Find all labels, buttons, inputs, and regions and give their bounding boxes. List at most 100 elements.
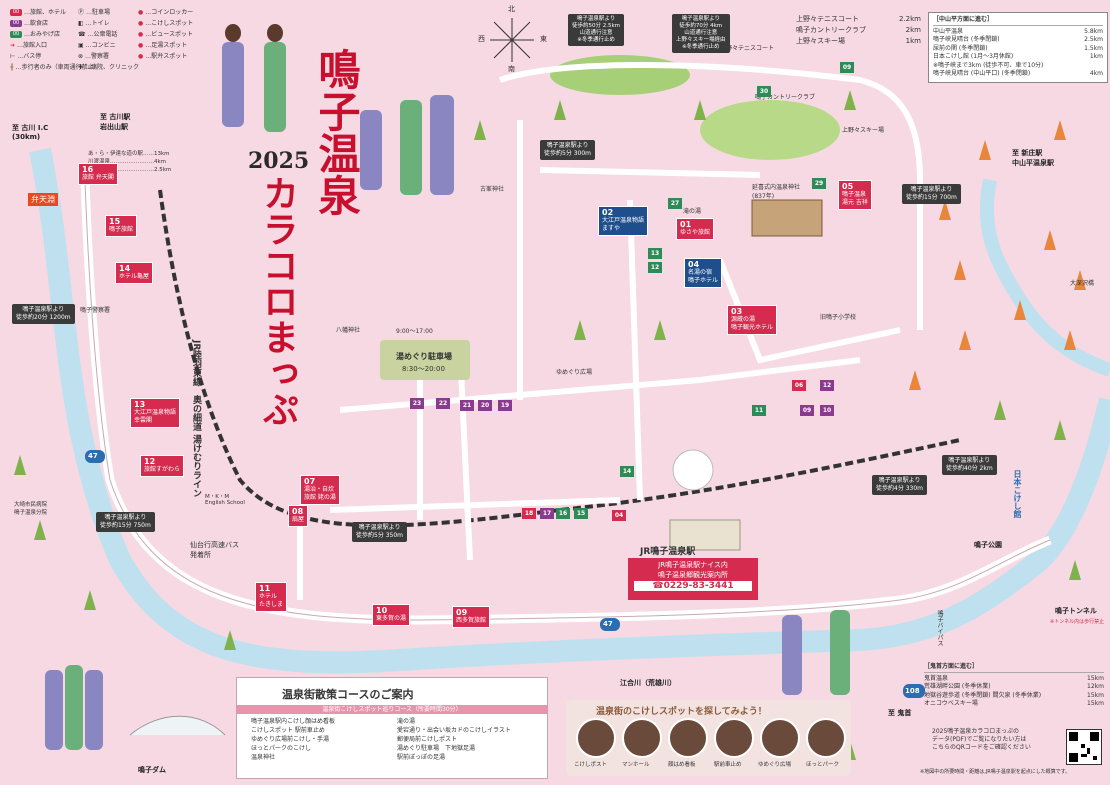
qr-code[interactable] [1066,729,1102,765]
legend-souvenir: 00…おみやげ店 [10,30,60,39]
parking-lot [380,340,470,380]
legend-foot-bath: ●…足湯スポット [138,42,188,49]
legend-police: ⊗…警察署 [78,53,110,60]
course-left-list: 鳴子温泉駅内こけし顔はめ看板 こけしスポット 駅前車止め ゆめぐり広場前こけし・… [251,717,335,762]
label-furukawa-ic: 至 古川 I.C (30km) [12,124,49,141]
map-title: 鳴子温泉 [312,48,361,216]
parking-icon: Ⓟ [78,9,85,16]
label-shrine: 延喜式内温泉神社 (837年) [752,184,801,200]
label-narugo-tunnel: 鳴子トンネル [1055,607,1097,615]
compass-south: 南 [508,65,515,73]
convenience-icon: ▣ [78,42,84,49]
nakayama-row: 尿前の関 (冬季閉鎖)1.5km [933,44,1103,52]
couple-bottom-right-illustration [782,610,850,695]
marker-16[interactable]: 16 [556,508,570,519]
course-step: 滝の湯 [397,718,416,725]
legend-kokeshi: ●…こけしスポット [138,20,194,27]
label-onikobe: 至 鬼首 [888,709,912,717]
walk-callout-ski: 鳴子温泉駅より 徒歩約70分 4km 山道通行注意 上野々スキー場経由 ※冬季通… [672,14,730,53]
footpath-icon: ╫ [10,64,14,71]
bus-stop-icon: ⊢ [10,53,16,60]
label-furukawa-station: 至 古川駅 岩出山駅 [100,113,131,131]
nakayama-row: 鳴子峡見晴台 (冬季閉鎖)2.5km [933,36,1103,43]
label-bypass: 鳴子バイパス [936,610,943,646]
marker-22[interactable]: 22 [436,398,450,409]
marker-12b[interactable]: 12 [820,380,834,391]
marker-04b[interactable]: 04 [612,510,626,521]
marker-11[interactable]: 11 [752,405,766,416]
legend-restaurant: 00…飲食店 [10,19,48,28]
course-step: ほっとパークのこけし [251,745,312,752]
compass-east: 東 [540,35,547,43]
label-tennis: 上野々テニスコート [720,45,775,52]
marker-18[interactable]: 18 [522,508,536,519]
police-icon: ⊗ [78,53,84,60]
kokeshi-icon: ● [138,20,144,27]
marker-20[interactable]: 20 [478,400,492,411]
legend-phone: ☎…公衆電話 [78,31,118,38]
legend-view: ●…ビュースポット [138,31,193,38]
course-right-list: 滝の湯 愛宕通り・出会い坂カドのこけしイラスト 郵便局前こけしポスト 湯めぐり駐… [397,717,511,762]
marker-29[interactable]: 29 [812,178,826,189]
marker-27[interactable]: 27 [668,198,682,209]
marker-12[interactable]: 12 [648,262,662,273]
course-step: 駅前ぽっぽの足湯 [397,754,446,761]
marker-10[interactable]: 10 [820,405,834,416]
nakayama-row: ※鳴子峡まで3km (徒歩不可、車で10分) [933,61,1044,69]
marker-09-green[interactable]: 09 [840,62,854,73]
label-taki-no-yu: 滝の湯 [683,208,702,215]
footer-note: ※地図中の所要時間・距離は,JR鳴子温泉駅を起点にした概算です。 [920,769,1071,775]
marker-14[interactable]: 14 [620,466,634,477]
marker-09[interactable]: 09 [800,405,814,416]
marker-30[interactable]: 30 [757,86,771,97]
marker-13[interactable]: 13 [648,248,662,259]
kimono-couple-illustration [222,24,286,132]
marker-06[interactable]: 06 [792,380,806,391]
locker-icon: ● [138,9,144,16]
face-board-photo [668,718,708,758]
label-ski: 上野々スキー場 [842,127,885,134]
label-mkm-school: M・K・M English School [205,494,245,506]
route-108-shield [903,684,925,698]
marker-17[interactable]: 17 [540,508,554,519]
marker-15[interactable]: 15 [574,508,588,519]
course-step: 愛宕通り・出会い坂カドのこけしイラスト [397,727,511,734]
marker-19[interactable]: 19 [498,400,512,411]
tourist-info-phone[interactable]: ☎0229-83-3441 [634,581,752,591]
marker-21[interactable]: 21 [460,400,474,411]
tourist-info-office: JR鳴子温泉駅ナイス内 鳴子温泉郷観光案内所 [658,561,728,579]
walk-callout-kichijo: 鳴子温泉駅より 徒歩約15分 700m [902,184,961,204]
route-47-shield-2 [600,618,620,631]
label-hospital: 大崎市民病院 鳴子温泉分院 [14,502,48,516]
walk-callout-police: 鳴子温泉駅より 徒歩約20分 1200m [12,304,75,324]
label-police: 鳴子警察署 [80,307,111,314]
course-step: 湯めぐり駐車場 下地獄足湯 [397,745,476,752]
bollard-photo [714,718,754,758]
marker-23[interactable]: 23 [410,398,424,409]
golf-course-area [700,100,840,160]
route-47-number: 47 [88,452,98,460]
walk-callout-taki: 鳴子温泉駅より 徒歩約5分 300m [540,140,596,160]
label-furumine-shrine: 古峯神社 [480,186,505,193]
label-highway-bus: 仙台行高速バス 発着所 [190,541,239,559]
